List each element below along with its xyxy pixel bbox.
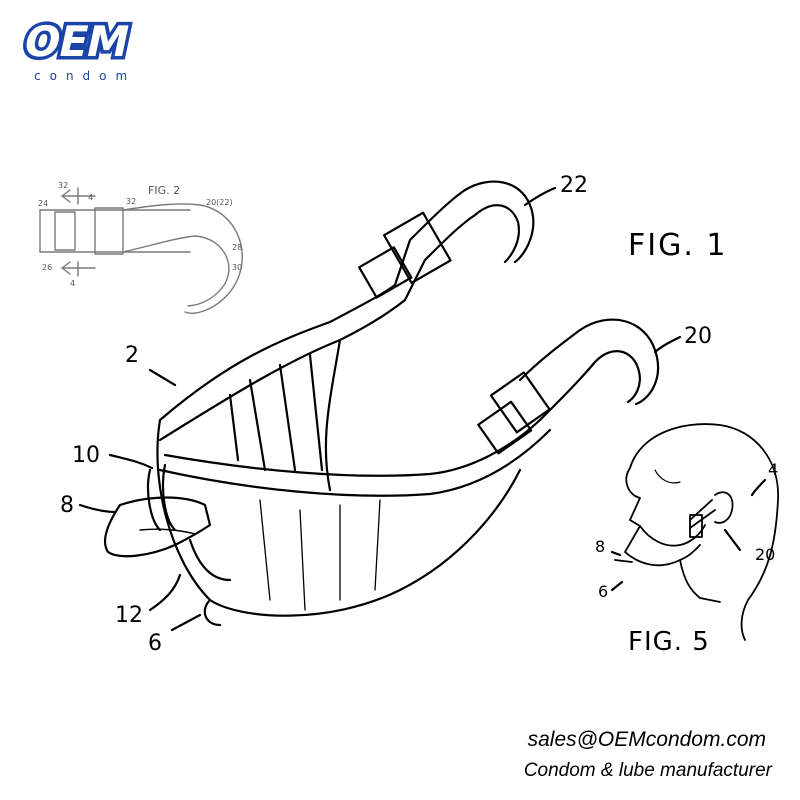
fig2-numeral-32a: 32 (58, 181, 68, 190)
numeral-10: 10 (72, 443, 100, 468)
numeral-8: 8 (60, 493, 74, 518)
face-numeral-8: 8 (595, 537, 605, 556)
face-numeral-6: 6 (598, 582, 608, 601)
fig2-strap-detail (39, 187, 243, 314)
leader-10 (108, 453, 154, 470)
numeral-20: 20 (684, 324, 712, 349)
fig2-numeral-26: 26 (42, 263, 52, 272)
logo-subword: condom (34, 69, 136, 83)
fig2-numeral-28: 28 (232, 243, 242, 252)
leader-22 (523, 186, 557, 207)
leader-6 (170, 613, 202, 632)
fig5-label: FIG. 5 (628, 627, 710, 657)
leader-20 (653, 335, 682, 354)
numeral-6: 6 (148, 631, 162, 656)
fig2-numeral-30: 30 (232, 263, 242, 272)
leader-12 (148, 573, 182, 612)
logo-wordmark: OEM (19, 18, 132, 66)
numeral-12: 12 (115, 603, 143, 628)
face-numeral-4: 4 (768, 460, 778, 479)
fig2-numeral-32b: 32 (126, 197, 136, 206)
fig2-label: FIG. 2 (148, 184, 180, 197)
fig1-mask-body (156, 283, 552, 627)
fig1-nose-tube (103, 463, 212, 558)
leader-2 (148, 368, 177, 387)
fig2-numeral-4b: 4 (70, 279, 75, 288)
oem-condom-logo: OEM condom (10, 8, 160, 88)
fig2-numeral-24: 24 (38, 199, 48, 208)
fig1-strap-20 (477, 318, 660, 455)
leader-8 (78, 503, 117, 514)
company-tagline: Condom & lube manufacturer (523, 760, 772, 781)
fig1-strap-22 (358, 180, 535, 302)
face-numeral-20: 20 (755, 545, 775, 564)
fig1-label: FIG. 1 (628, 228, 728, 263)
fig2-numeral-4a: 4 (88, 193, 93, 202)
fig5-head-profile (614, 423, 779, 641)
fig2-numeral-2022: 20(22) (206, 198, 233, 207)
numeral-2: 2 (125, 343, 139, 368)
numeral-22: 22 (560, 173, 588, 198)
contact-email[interactable]: sales@OEMcondom.com (527, 728, 766, 751)
